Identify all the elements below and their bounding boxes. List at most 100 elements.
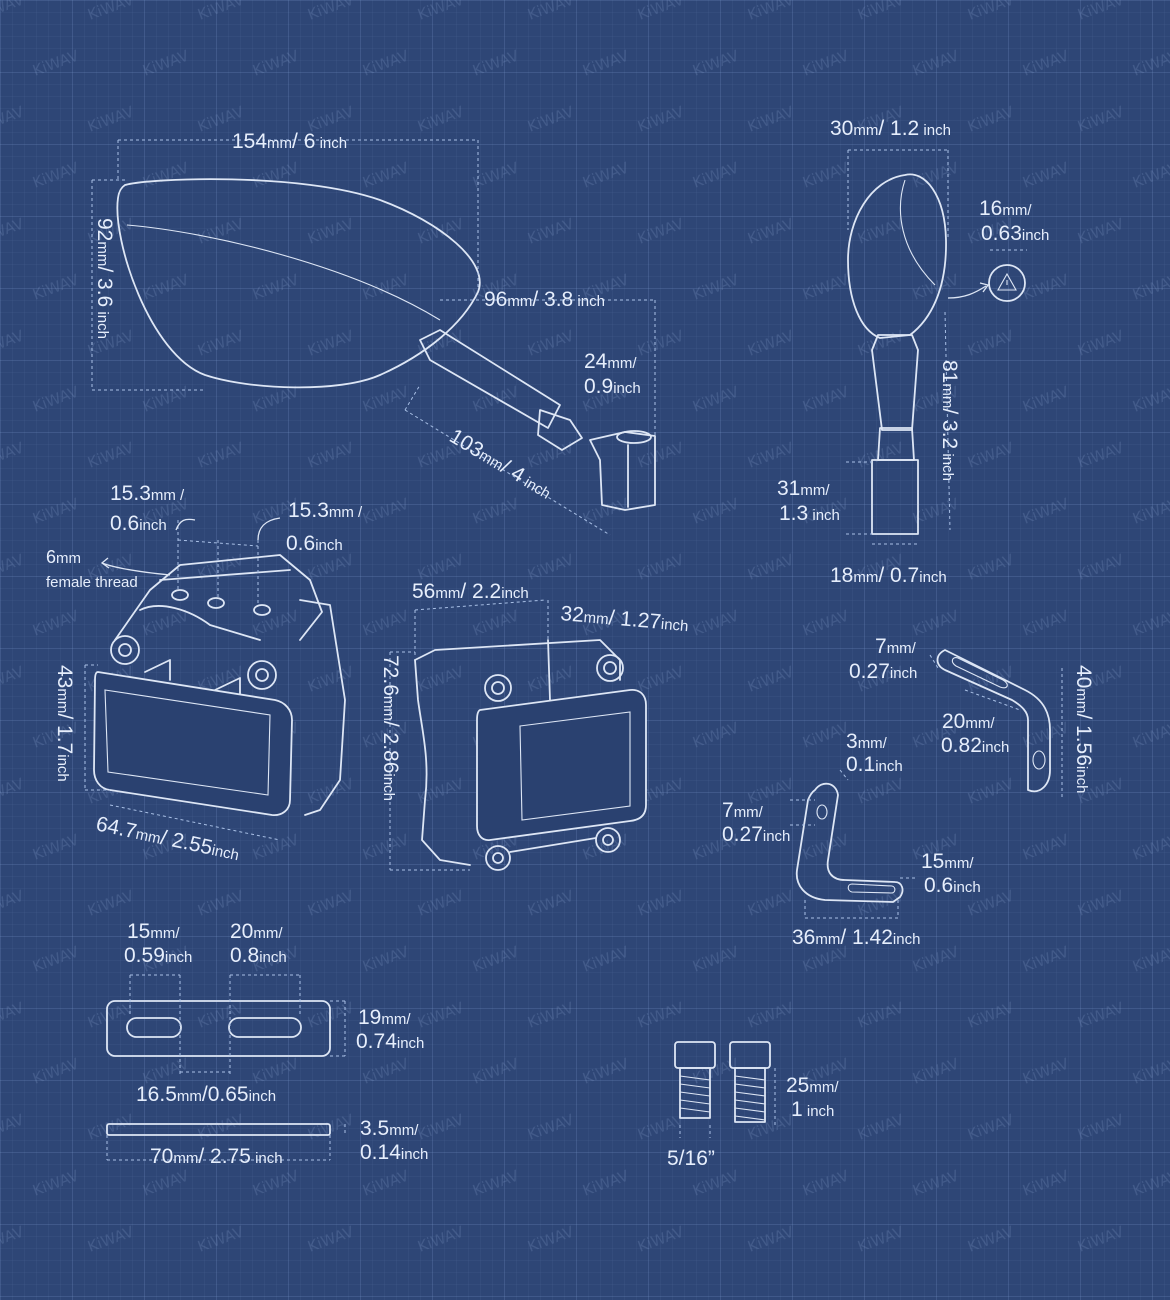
watermark-text: KiWAV — [250, 1054, 302, 1087]
watermark-text: KiWAV — [30, 270, 82, 303]
watermark-text: KiWAV — [745, 0, 797, 24]
hinge-r-right — [596, 654, 624, 682]
watermark-text: KiWAV — [855, 774, 907, 807]
watermark-text: KiWAV — [910, 606, 962, 639]
watermark-text: KiWAV — [0, 326, 27, 359]
plate-view — [106, 974, 346, 1161]
bracket-a-slot-mm-label: 7mm/ — [875, 635, 917, 658]
watermark-text: KiWAV — [1075, 438, 1127, 471]
bracket-b-view — [790, 769, 915, 919]
watermark-text: KiWAV — [525, 886, 577, 919]
watermark-text: KiWAV — [305, 1222, 357, 1255]
watermark-text: KiWAV — [580, 1054, 632, 1087]
watermark-text: KiWAV — [1130, 1054, 1170, 1087]
watermark-text: KiWAV — [690, 158, 742, 191]
watermark-text: KiWAV — [360, 382, 412, 415]
thread-size-label: 6mm — [46, 547, 81, 567]
bracket-b-hole-mm-label: 7mm/ — [722, 799, 764, 822]
watermark-text: KiWAV — [0, 102, 27, 135]
watermark-text: KiWAV — [415, 662, 467, 695]
watermark-text: KiWAV — [360, 606, 412, 639]
clamp-right-depth-label: 32mm/ 1.27inch — [560, 602, 690, 636]
watermark-text: KiWAV — [250, 46, 302, 79]
clamp-left-view — [84, 517, 346, 841]
watermark-text: KiWAV — [360, 158, 412, 191]
watermark-text: KiWAV — [195, 1222, 247, 1255]
watermark-text: KiWAV — [470, 158, 522, 191]
watermark-text: KiWAV — [1130, 1166, 1170, 1199]
watermark-text: KiWAV — [635, 998, 687, 1031]
front-height-label: 81mm/ 3.2 inch — [938, 360, 961, 481]
bolt-len-in-label: 1 inch — [791, 1098, 834, 1121]
watermark-text: KiWAV — [415, 998, 467, 1031]
clamp-left-body — [93, 671, 293, 816]
watermark-text: KiWAV — [690, 1054, 742, 1087]
watermark-text: KiWAV — [580, 494, 632, 527]
plate-thick-in-label: 0.14inch — [360, 1141, 428, 1164]
watermark-text: KiWAV — [965, 102, 1017, 135]
plate-slot-2 — [228, 1017, 302, 1038]
watermark-text: KiWAV — [690, 382, 742, 415]
bracket-b-thick-in-label: 0.1inch — [846, 753, 903, 776]
watermark-text: KiWAV — [360, 942, 412, 975]
bracket-b-hole-in-label: 0.27inch — [722, 823, 790, 846]
clamp-hole1-in-label: 0.6inch — [110, 512, 167, 535]
watermark-text: KiWAV — [1075, 998, 1127, 1031]
watermark-text: KiWAV — [195, 998, 247, 1031]
bracket-a-slot-in-label: 0.27inch — [849, 660, 917, 683]
watermark-text: KiWAV — [965, 438, 1017, 471]
watermark-text: KiWAV — [965, 1222, 1017, 1255]
watermark-text: KiWAV — [800, 718, 852, 751]
watermark-text: KiWAV — [140, 158, 192, 191]
watermark-text: KiWAV — [525, 998, 577, 1031]
watermark-text: KiWAV — [580, 1166, 632, 1199]
watermark-text: KiWAV — [250, 158, 302, 191]
watermark-text: KiWAV — [690, 1166, 742, 1199]
watermark-text: KiWAV — [195, 214, 247, 247]
watermark-text: KiWAV — [855, 0, 907, 24]
watermark-text: KiWAV — [800, 830, 852, 863]
watermark-text: KiWAV — [30, 606, 82, 639]
watermark-text: KiWAV — [250, 1166, 302, 1199]
watermark-text: KiWAV — [1020, 158, 1072, 191]
watermark-text: KiWAV — [1020, 1166, 1072, 1199]
watermark-text: KiWAV — [745, 550, 797, 583]
mirror-rise-in-label: 0.9inch — [584, 375, 641, 398]
watermark-text: KiWAV — [1130, 270, 1170, 303]
warning-icon — [997, 272, 1017, 291]
watermark-text: KiWAV — [1130, 494, 1170, 527]
mirror-side-view — [91, 139, 656, 536]
watermark-text: KiWAV — [305, 774, 357, 807]
watermark-text: KiWAV — [745, 214, 797, 247]
clamp-right-width-label: 56mm/ 2.2inch — [412, 580, 529, 603]
stem-collar — [537, 409, 583, 451]
bolt-size-label: 5/16” — [667, 1147, 715, 1170]
watermark-text: KiWAV — [30, 1054, 82, 1087]
mirror-head-edge — [126, 224, 441, 321]
watermark-text: KiWAV — [360, 1166, 412, 1199]
clamp-left-width-label: 64.7mm/ 2.55inch — [94, 812, 242, 865]
bracket-a-slot — [951, 657, 1008, 689]
watermark-text: KiWAV — [855, 998, 907, 1031]
watermark-text: KiWAV — [855, 1110, 907, 1143]
watermark-text: KiWAV — [525, 550, 577, 583]
watermark-text: KiWAV — [525, 102, 577, 135]
watermark-text: KiWAV — [85, 998, 137, 1031]
hinge-left — [110, 635, 140, 665]
watermark-text: KiWAV — [30, 1166, 82, 1199]
watermark-text: KiWAV — [140, 46, 192, 79]
watermark-text: KiWAV — [1130, 158, 1170, 191]
watermark-text: KiWAV — [800, 158, 852, 191]
thread-type-label: female thread — [46, 574, 138, 591]
watermark-text: KiWAV — [1020, 382, 1072, 415]
watermark-text: KiWAV — [0, 886, 27, 919]
watermark-text: KiWAV — [1075, 0, 1127, 24]
watermark-text: KiWAV — [415, 102, 467, 135]
watermark-text: KiWAV — [690, 942, 742, 975]
watermark-text: KiWAV — [855, 214, 907, 247]
watermark-text: KiWAV — [690, 494, 742, 527]
plate-side — [106, 1123, 331, 1136]
watermark-text: KiWAV — [1075, 886, 1127, 919]
bolt-1 — [674, 1041, 716, 1119]
mirror-front-view — [846, 149, 1027, 545]
